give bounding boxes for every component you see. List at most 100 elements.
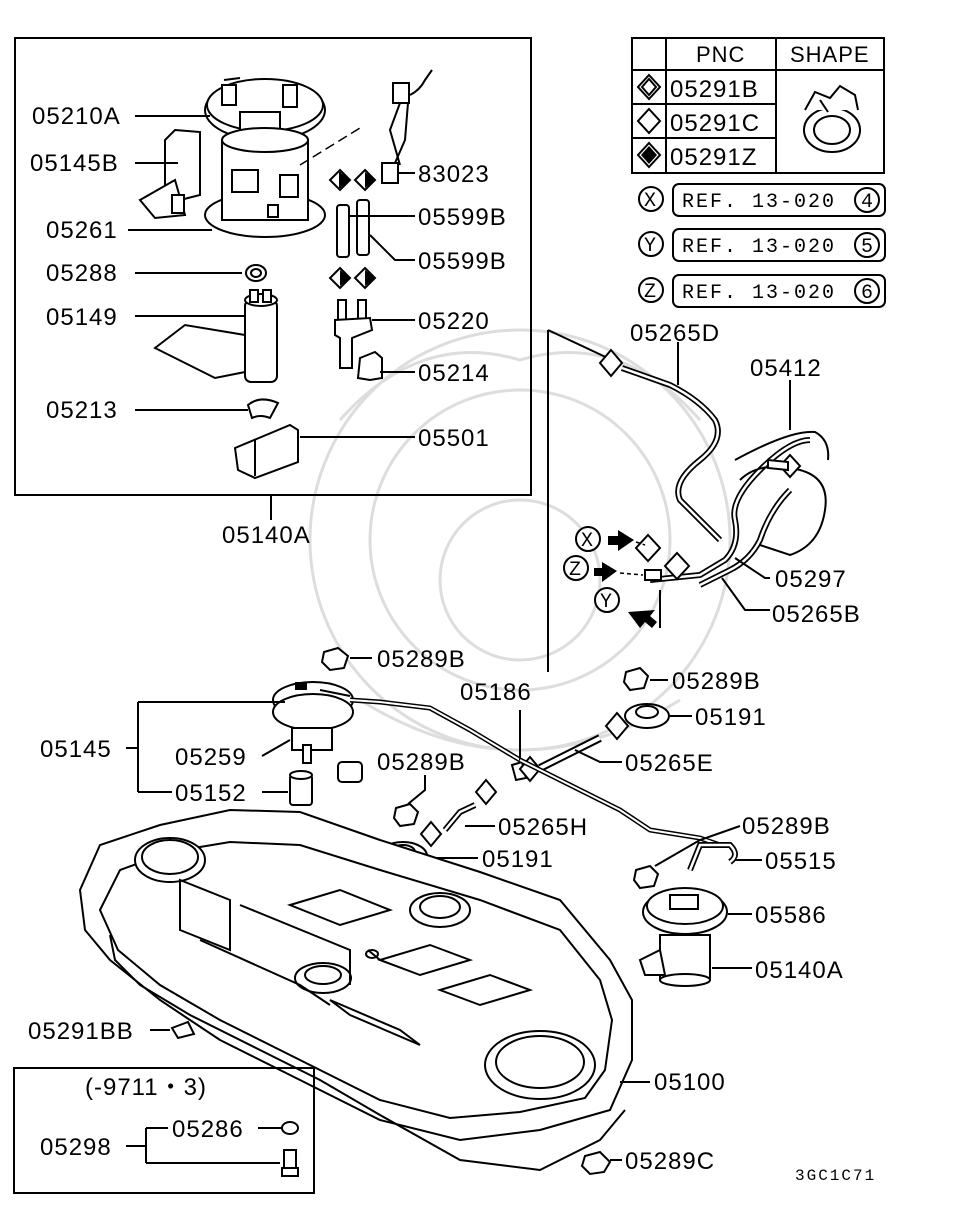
label-83023: 83023: [418, 161, 490, 188]
pump-body-05261: [204, 127, 326, 238]
arrow-z-label: Z: [569, 559, 583, 582]
label-05265D: 05265D: [630, 320, 720, 347]
legend-table: PNC SHAPE 05291B 05291C 05291Z: [631, 37, 885, 174]
clip-05214: [356, 350, 383, 382]
label-05152: 05152: [175, 780, 247, 807]
filter-holder-05501: [233, 423, 299, 480]
clip-05213: [246, 398, 280, 420]
diamond-outline-icon: [634, 533, 662, 563]
diamond-outline-icon: [598, 348, 624, 378]
diamond-outline-icon: [663, 551, 691, 581]
ref-z-key: Z: [644, 281, 658, 304]
fuel-pump-05149: [153, 289, 278, 383]
diamond-outline-icon: [604, 711, 630, 741]
harness-83023: [381, 69, 433, 184]
clip-shape-icon: [803, 84, 861, 153]
fuel-lines-upper: X Z Y: [547, 329, 830, 672]
label-05586: 05586: [755, 902, 827, 929]
diamond-half-icon: [353, 266, 377, 290]
label-05259: 05259: [175, 744, 247, 771]
sender-unit-05259: [272, 681, 522, 783]
grommet-05288: [245, 264, 267, 282]
label-05289B-1: 05289B: [377, 646, 466, 673]
diagram-code: 3GC1C71: [795, 1167, 876, 1185]
label-05289B-3: 05289B: [672, 668, 761, 695]
label-05191-1: 05191: [695, 704, 767, 731]
nut-05289C: [580, 1150, 622, 1176]
hose-05599B: [336, 199, 370, 258]
pump-assembly-box: [14, 37, 532, 496]
label-05140A-bottom: 05140A: [755, 957, 844, 984]
cover-05191-right: [604, 703, 692, 741]
arrow-x-label: X: [581, 530, 595, 553]
label-05501: 05501: [418, 425, 490, 452]
diamond-outline-icon: [474, 778, 498, 806]
arrow-x-icon: [608, 530, 634, 551]
label-05288: 05288: [46, 260, 118, 287]
label-05412: 05412: [750, 355, 822, 382]
diamond-half-icon: [636, 73, 662, 101]
arrow-z-icon: [594, 562, 617, 582]
clip-05291BB: [150, 1020, 196, 1040]
nut-05289B-mid: [392, 775, 426, 828]
label-05515: 05515: [765, 848, 837, 875]
label-05297: 05297: [775, 566, 847, 593]
clamp-05186: [474, 710, 542, 806]
label-05186: 05186: [460, 679, 532, 706]
label-05213: 05213: [46, 397, 118, 424]
label-05220: 05220: [418, 308, 490, 335]
legend-header-shape: SHAPE: [790, 42, 870, 67]
legend-header-pnc: PNC: [696, 42, 745, 67]
ref-y-text: REF. 13-020: [682, 236, 836, 259]
nut-05289B-lower-right: [632, 825, 741, 890]
hose-05265H: [419, 802, 495, 848]
label-05298: 05298: [40, 1134, 112, 1161]
label-05265B: 05265B: [772, 601, 861, 628]
diamond-half-icon: [328, 266, 352, 290]
diamond-half-icon: [328, 168, 352, 192]
label-05289B-2: 05289B: [377, 749, 466, 776]
legend-row-05291C: 05291C: [670, 110, 760, 137]
diamond-outline-icon: [636, 107, 662, 135]
bolt-05298: [281, 1149, 299, 1177]
label-05100: 05100: [654, 1069, 726, 1096]
note-period: (-9711・3): [85, 1074, 207, 1101]
label-05140A-top: 05140A: [222, 522, 311, 549]
label-05286: 05286: [172, 1116, 244, 1143]
legend-row-05291B: 05291B: [670, 76, 759, 103]
label-05265E: 05265E: [625, 750, 714, 777]
nut-05289B-left: [320, 646, 372, 672]
ref-x-num: 4: [861, 191, 875, 214]
ref-z-text: REF. 13-020: [682, 282, 836, 305]
ref-y-key: Y: [644, 235, 658, 258]
ref-x-text: REF. 13-020: [682, 191, 836, 214]
arrow-y-icon: [628, 610, 657, 628]
joint-05220: [334, 299, 374, 369]
label-05149: 05149: [46, 304, 118, 331]
diamond-half-icon: [353, 168, 377, 192]
ref-z-num: 6: [861, 282, 875, 305]
label-05599B-lower: 05599B: [418, 248, 507, 275]
label-05214: 05214: [418, 360, 490, 387]
ref-y: Y REF. 13-020 5: [638, 228, 886, 262]
legend-row-05291Z: 05291Z: [670, 144, 757, 171]
label-05145: 05145: [40, 736, 112, 763]
ref-z: Z REF. 13-020 6: [638, 274, 886, 308]
nut-05289B-right: [622, 666, 668, 692]
ref-y-num: 5: [861, 236, 875, 259]
cover-05586: [642, 887, 752, 935]
bracket-05145B: [138, 128, 201, 220]
label-05291BB: 05291BB: [28, 1018, 134, 1045]
label-05191-2: 05191: [482, 846, 554, 873]
diamond-filled-icon: [636, 141, 662, 169]
label-05210A: 05210A: [32, 103, 121, 130]
label-05599B-upper: 05599B: [418, 204, 507, 231]
pump-module-05140A: [638, 934, 752, 987]
ref-x: X REF. 13-020 4: [638, 183, 886, 217]
label-05289B-4: 05289B: [742, 813, 831, 840]
note-box: [13, 1067, 315, 1194]
fuel-tank-05100: [78, 808, 650, 1172]
label-05265H: 05265H: [498, 814, 588, 841]
filter-05152: [289, 770, 313, 806]
